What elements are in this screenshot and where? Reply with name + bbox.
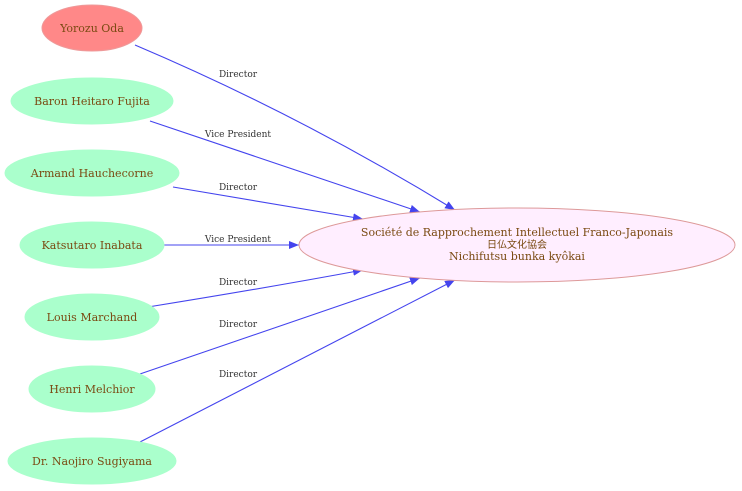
edge-naojiro-sugiyama: Director bbox=[139, 279, 456, 443]
organization-shape bbox=[298, 207, 736, 283]
node-label: Dr. Naojiro Sugiyama bbox=[32, 455, 152, 468]
node-armand-hauchecorne[interactable]: Armand Hauchecorne bbox=[4, 149, 180, 197]
edge-henri-melchior: Director bbox=[136, 277, 421, 376]
edge-yorozu-oda: Director bbox=[134, 44, 456, 211]
node-shape bbox=[28, 365, 156, 413]
node-label: Henri Melchior bbox=[49, 383, 135, 396]
organization-name-ja: 日仏文化協会 bbox=[487, 238, 547, 251]
node-yorozu-oda[interactable]: Yorozu Oda bbox=[41, 4, 143, 52]
node-naojiro-sugiyama[interactable]: Dr. Naojiro Sugiyama bbox=[7, 437, 177, 485]
node-shape bbox=[7, 437, 177, 485]
node-baron-heitaro-fujita[interactable]: Baron Heitaro Fujita bbox=[10, 77, 174, 125]
edge-label-yorozu-oda: Director bbox=[219, 70, 258, 80]
node-organization[interactable]: Société de Rapprochement Intellectuel Fr… bbox=[298, 207, 736, 283]
node-shape bbox=[41, 4, 143, 52]
edge-katsutaro-inabata: Vice President bbox=[164, 235, 299, 249]
person-nodes: Yorozu Oda Baron Heitaro Fujita Armand H… bbox=[4, 4, 180, 485]
node-shape bbox=[24, 293, 160, 341]
edge-label-louis-marchand: Director bbox=[219, 278, 258, 288]
edge-label-katsutaro-inabata: Vice President bbox=[204, 235, 272, 245]
edges: Director Vice President Director Vice Pr… bbox=[134, 44, 456, 443]
node-label: Louis Marchand bbox=[47, 311, 138, 324]
edge-label-armand-hauchecorne: Director bbox=[219, 183, 258, 193]
organization-name-fr: Société de Rapprochement Intellectuel Fr… bbox=[361, 226, 673, 239]
edge-label-henri-melchior: Director bbox=[219, 320, 258, 330]
edge-armand-hauchecorne: Director bbox=[172, 183, 364, 222]
node-shape bbox=[19, 221, 165, 269]
node-label: Armand Hauchecorne bbox=[30, 167, 153, 180]
node-shape bbox=[4, 149, 180, 197]
node-label: Baron Heitaro Fujita bbox=[34, 95, 150, 108]
node-henri-melchior[interactable]: Henri Melchior bbox=[28, 365, 156, 413]
node-shape bbox=[10, 77, 174, 125]
node-label: Yorozu Oda bbox=[59, 22, 124, 35]
node-katsutaro-inabata[interactable]: Katsutaro Inabata bbox=[19, 221, 165, 269]
edge-baron-heitaro-fujita: Vice President bbox=[149, 120, 421, 213]
organization-name-romaji: Nichifutsu bunka kyôkai bbox=[449, 250, 585, 263]
node-louis-marchand[interactable]: Louis Marchand bbox=[24, 293, 160, 341]
node-label: Katsutaro Inabata bbox=[42, 239, 143, 252]
edge-label-baron-heitaro-fujita: Vice President bbox=[204, 130, 272, 140]
edge-louis-marchand: Director bbox=[147, 267, 364, 308]
edge-label-naojiro-sugiyama: Director bbox=[219, 370, 258, 380]
